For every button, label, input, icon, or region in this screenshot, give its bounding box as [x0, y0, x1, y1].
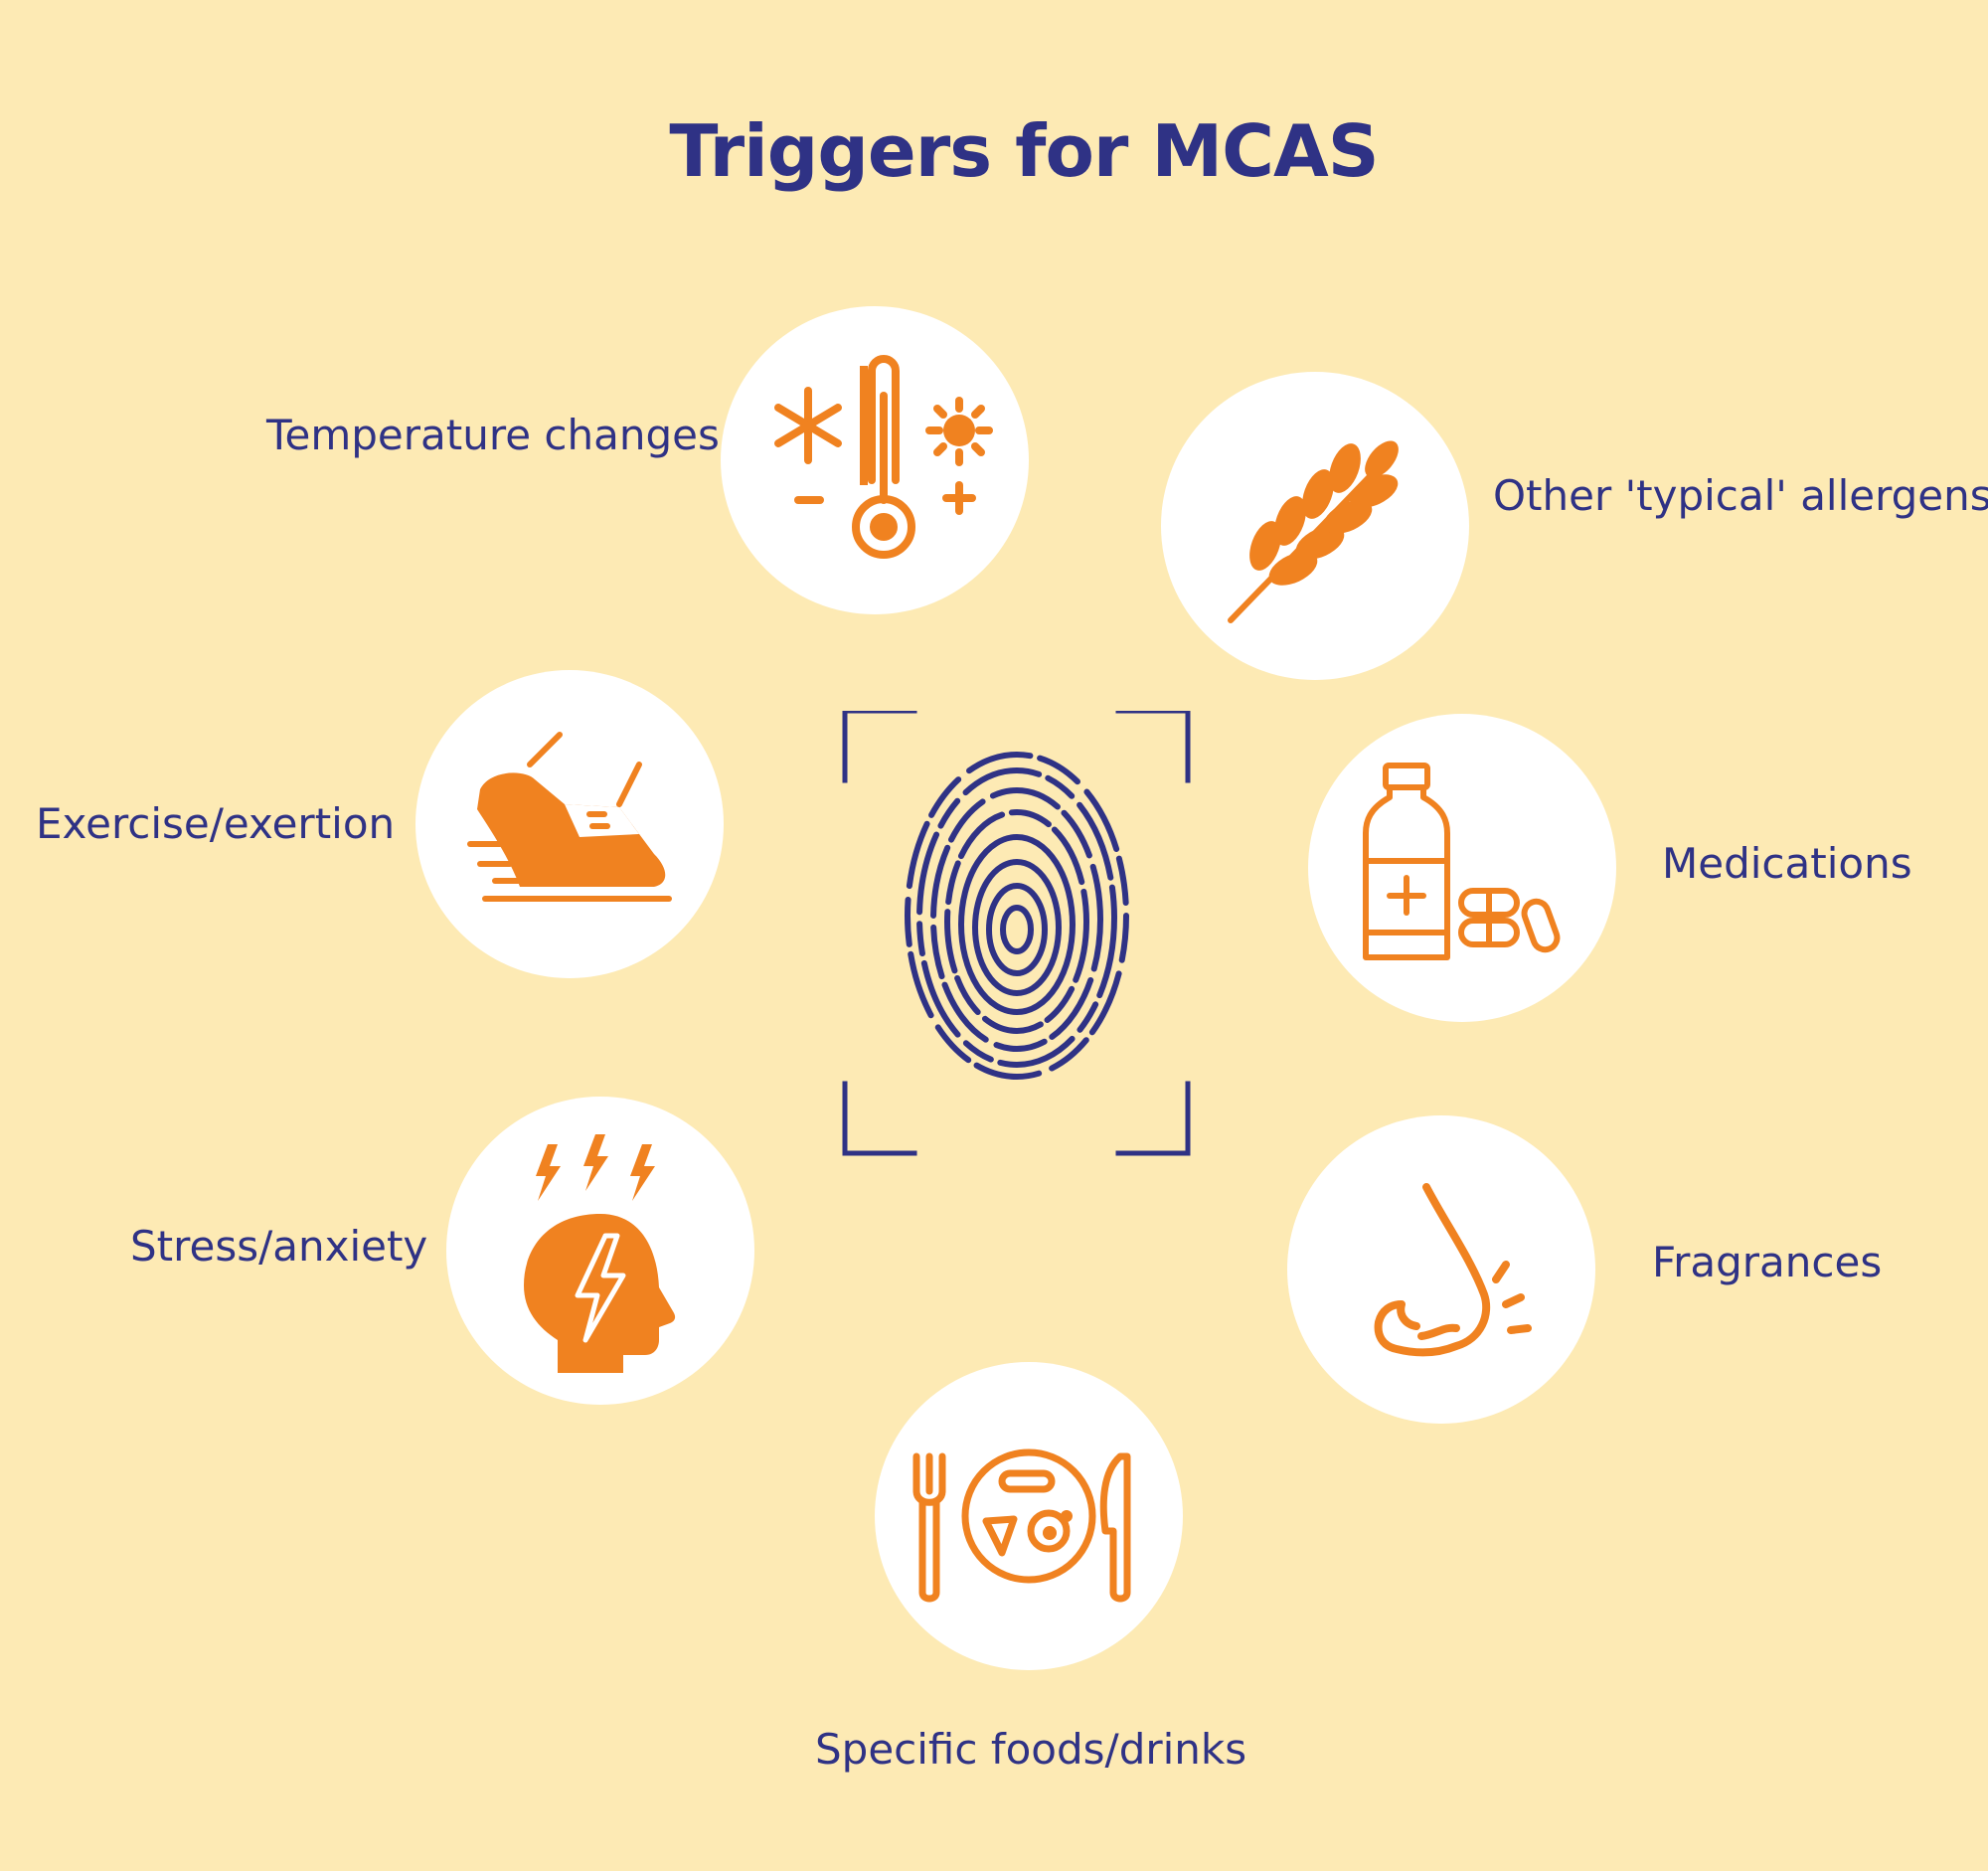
label-specific-foods-drinks: Specific foods/drinks [815, 1725, 1247, 1774]
fingerprint-scan [840, 708, 1193, 1158]
trigger-circle-temperature [721, 306, 1029, 614]
thermometer-icon [774, 355, 993, 559]
trigger-circle-exercise [415, 670, 724, 978]
trigger-circle-stress [446, 1097, 754, 1405]
label-fragrances: Fragrances [1652, 1238, 1883, 1286]
medicine-bottle-icon [1363, 763, 1561, 960]
trigger-circle-foods [875, 1362, 1183, 1670]
trigger-circle-allergens [1161, 372, 1469, 680]
label-stress-anxiety: Stress/anxiety [130, 1222, 428, 1271]
plate-cutlery-icon [912, 1448, 1131, 1603]
wheat-icon [1228, 440, 1399, 623]
label-temperature-changes: Temperature changes [266, 411, 720, 459]
page-title: Triggers for MCAS [669, 109, 1379, 193]
fingerprint-icon [842, 708, 1191, 1156]
stressed-head-icon [524, 1134, 676, 1373]
label-exercise-exertion: Exercise/exertion [36, 799, 396, 848]
label-medications: Medications [1662, 839, 1912, 888]
trigger-circle-medications [1308, 714, 1616, 1022]
running-shoe-icon [467, 732, 672, 902]
trigger-circle-fragrances [1287, 1115, 1595, 1424]
nose-icon [1374, 1183, 1532, 1357]
label-other-typical-allergens: Other 'typical' allergens [1493, 471, 1988, 520]
